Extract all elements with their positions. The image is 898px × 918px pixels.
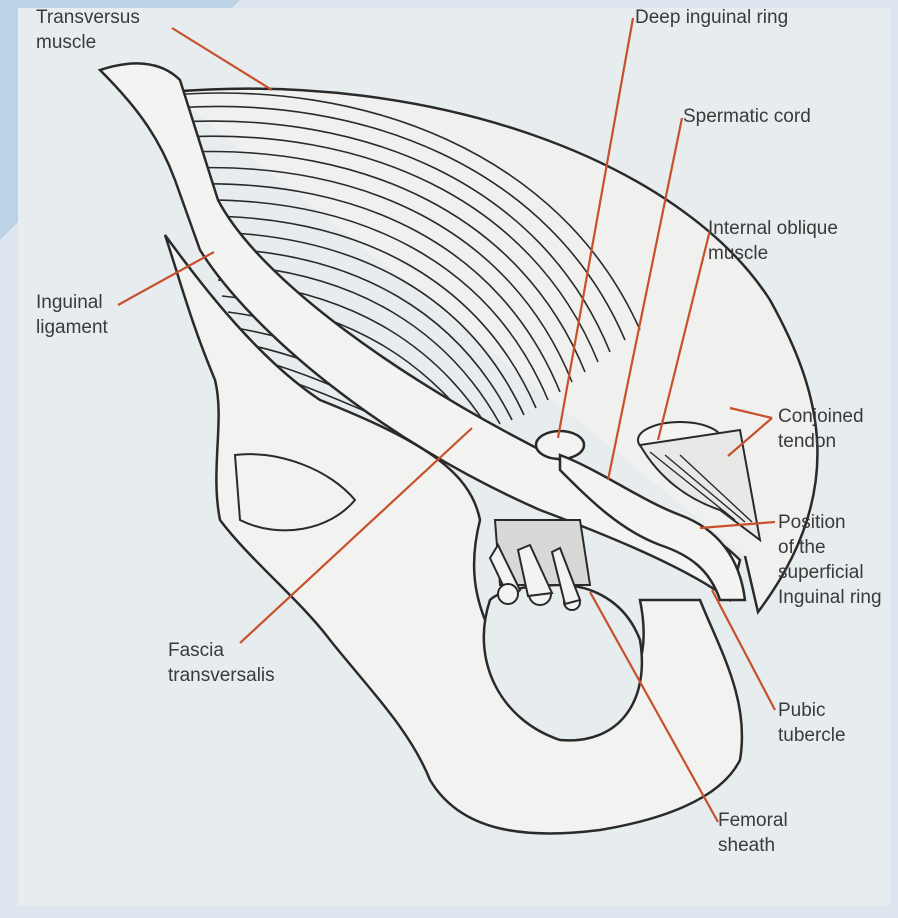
label-line: muscle <box>708 241 838 266</box>
label-line: Spermatic cord <box>683 104 811 129</box>
label-deep-inguinal-ring: Deep inguinal ring <box>635 5 788 30</box>
femoral-sheath-vessels <box>490 520 590 610</box>
label-line: Deep inguinal ring <box>635 5 788 30</box>
label-line: Inguinal <box>36 290 108 315</box>
label-conjoined-tendon: Conjoined tendon <box>778 404 864 454</box>
label-line: muscle <box>36 30 140 55</box>
label-line: Femoral <box>718 808 788 833</box>
label-line: Inguinal ring <box>778 585 896 610</box>
label-line: Conjoined <box>778 404 864 429</box>
label-transversus-muscle: Transversus muscle <box>36 5 140 55</box>
label-line: Position <box>778 510 896 535</box>
label-line: tubercle <box>778 723 846 748</box>
label-line: ligament <box>36 315 108 340</box>
label-fascia-transversalis: Fascia transversalis <box>168 638 275 688</box>
label-line: tendon <box>778 429 864 454</box>
label-inguinal-ligament: Inguinal ligament <box>36 290 108 340</box>
label-line: of the <box>778 535 896 560</box>
label-line: sheath <box>718 833 788 858</box>
label-line: Transversus <box>36 5 140 30</box>
label-internal-oblique-muscle: Internal oblique muscle <box>708 216 838 266</box>
label-superficial-inguinal-ring: Position of the superficial Inguinal rin… <box>778 510 896 610</box>
label-line: transversalis <box>168 663 275 688</box>
label-pubic-tubercle: Pubic tubercle <box>778 698 846 748</box>
label-line: Internal oblique <box>708 216 838 241</box>
label-line: superficial <box>778 560 896 585</box>
label-line: Pubic <box>778 698 846 723</box>
label-line: Fascia <box>168 638 275 663</box>
label-femoral-sheath: Femoral sheath <box>718 808 788 858</box>
label-spermatic-cord: Spermatic cord <box>683 104 811 129</box>
